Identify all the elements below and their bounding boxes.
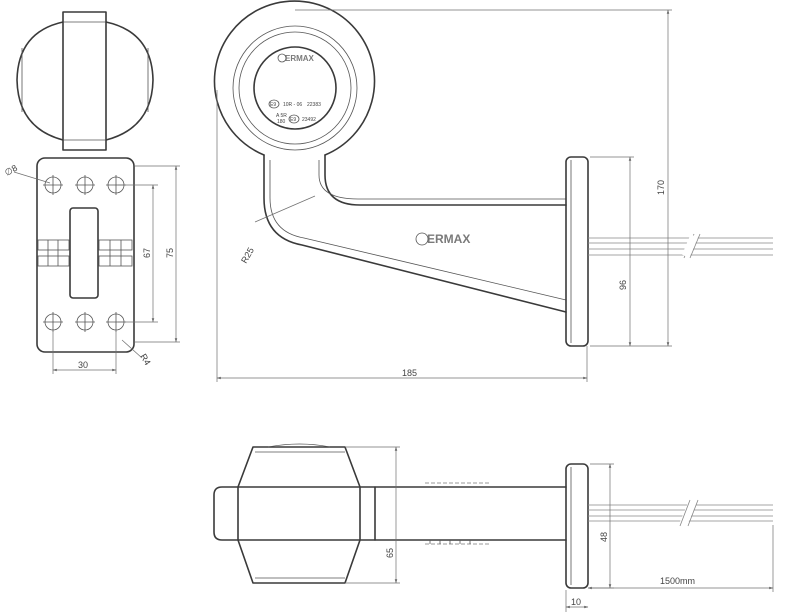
svg-text:E9: E9	[270, 102, 276, 108]
mounting-hole	[75, 175, 95, 195]
dimension-corner-radius: R4	[138, 352, 152, 367]
lamp-head-top	[213, 443, 376, 584]
dimension-96: 96	[618, 280, 628, 290]
dimension-hole-diameter: ∅8	[3, 163, 19, 178]
dimension-10: 10	[571, 597, 581, 607]
top-view-dimensions: 65 48 1500mm 10	[345, 446, 774, 612]
svg-text:E9: E9	[290, 117, 296, 123]
approval-mark-1: E9 10R - 06 22383	[268, 99, 321, 109]
svg-text:23492: 23492	[302, 117, 316, 123]
lamp-brand-logo: ERMAX	[285, 54, 315, 63]
dimension-75: 75	[165, 248, 175, 258]
mounting-flange-top	[565, 463, 589, 589]
svg-text:22383: 22383	[307, 102, 321, 108]
lamp-body-side	[16, 11, 154, 151]
mounting-flange-front	[565, 156, 589, 347]
side-view-dimensions: ∅8 67 75 30 R4	[3, 163, 180, 374]
lamp-arm-front: ERMAX	[263, 154, 567, 313]
lamp-arm-top	[374, 482, 567, 545]
dimension-67: 67	[142, 248, 152, 258]
dimension-bend-radius: R25	[239, 246, 256, 265]
dimension-185: 185	[402, 368, 417, 378]
lamp-head-front: ERMAX E9 10R - 06 22383 A 5R 180 E9 2349…	[213, 0, 376, 156]
cable-front	[588, 233, 773, 259]
mounting-hole	[75, 312, 95, 332]
mounting-hole	[43, 312, 63, 332]
mounting-plate	[36, 157, 135, 353]
dimension-48: 48	[599, 532, 609, 542]
svg-text:10R - 06: 10R - 06	[283, 102, 302, 108]
arm-brand-logo: ERMAX	[427, 232, 470, 246]
side-view: ∅8 67 75 30 R4	[3, 11, 180, 374]
svg-text:180: 180	[277, 119, 286, 125]
top-view: 65 48 1500mm 10	[213, 443, 774, 612]
dimension-170: 170	[656, 180, 666, 195]
dimension-65: 65	[385, 548, 395, 558]
dimension-30: 30	[78, 360, 88, 370]
cable-top	[588, 499, 773, 527]
approval-mark-2: A 5R 180 E9 23492	[276, 113, 316, 125]
mounting-hole	[43, 175, 63, 195]
front-view-dimensions: R25 185 170 96	[216, 9, 672, 382]
front-view: ERMAX E9 10R - 06 22383 A 5R 180 E9 2349…	[213, 0, 773, 382]
dimension-cable-length: 1500mm	[660, 576, 695, 586]
svg-text:A 5R: A 5R	[276, 113, 287, 119]
